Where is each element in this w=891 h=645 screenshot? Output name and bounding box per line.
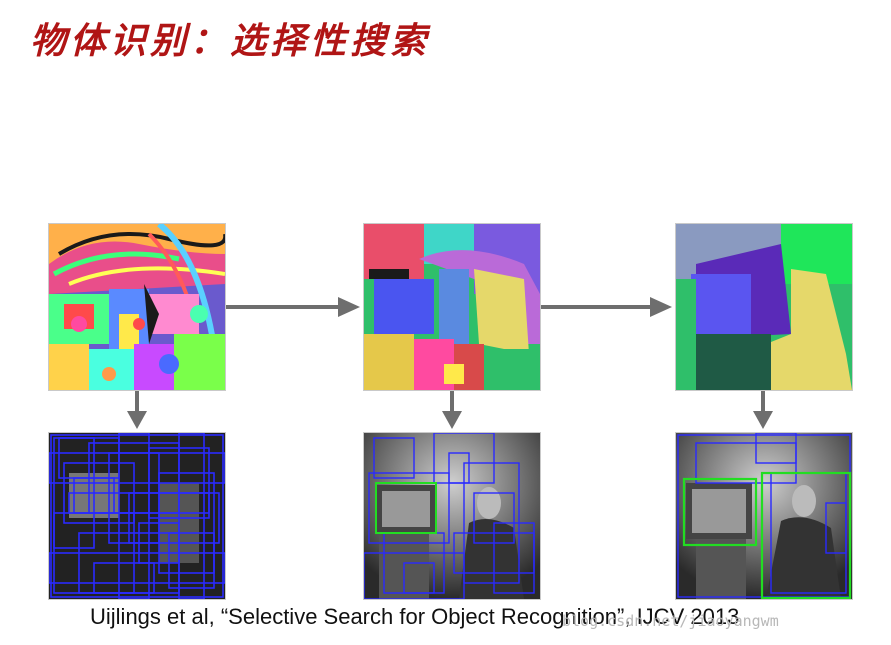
arrow-down-icon	[442, 391, 462, 429]
detection-few-image	[676, 433, 852, 599]
segmentation-panel-medium	[363, 223, 541, 391]
detection-panel-dense	[48, 432, 226, 600]
arrow-down-icon	[127, 391, 147, 429]
detection-panel-few	[675, 432, 853, 600]
detection-panel-medium	[363, 432, 541, 600]
arrow-down-icon	[753, 391, 773, 429]
segmentation-coarse-image	[676, 224, 852, 390]
arrow-right-icon	[541, 297, 672, 317]
watermark-text: blog.csdn.net/jiaoyangwm	[562, 612, 779, 630]
segmentation-fine-image	[49, 224, 225, 390]
detection-dense-image	[49, 433, 225, 599]
segmentation-medium-image	[364, 224, 540, 390]
arrow-right-icon	[226, 297, 360, 317]
segmentation-panel-coarse	[675, 223, 853, 391]
detection-medium-image	[364, 433, 540, 599]
slide-title: 物体识别：选择性搜索	[30, 20, 431, 62]
citation-text: Uijlings et al, “Selective Search for Ob…	[90, 604, 740, 629]
segmentation-panel-fine	[48, 223, 226, 391]
